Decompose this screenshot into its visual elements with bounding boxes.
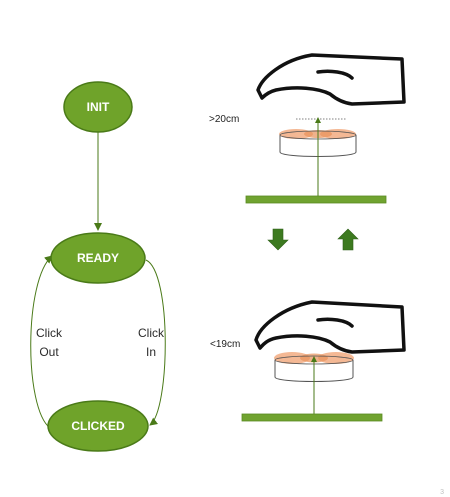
hand-icon [254,300,406,354]
state-node-clicked: CLICKED [47,400,149,452]
state-node-clicked-shape [47,400,149,452]
edge-label-click-in-line2: In [146,345,156,359]
state-node-clicked-label: CLICKED [71,419,125,433]
state-machine: INIT READY CLICKED Click Out Click In [30,81,166,452]
base-bar-far [245,195,387,204]
hand-finger-crease [316,69,354,80]
edge-label-click-out-line2: Out [39,345,59,359]
page-number: 3 [440,489,444,496]
distance-label-far: >20cm [209,114,239,125]
illustration-far: >20cm [209,53,406,204]
edge-label-click-in-line1: Click [138,326,165,340]
state-node-init-label: INIT [87,100,110,114]
arrow-down-icon [267,228,289,251]
transition-arrows [267,228,359,251]
sensor-disc-near-glow-left [274,352,310,364]
illustration-near: <19cm [210,300,406,422]
sensor-disc-near-glow-right [318,352,354,364]
state-node-init: INIT [63,81,133,133]
state-node-ready: READY [50,232,146,284]
base-bar-near [241,413,383,422]
distance-label-near: <19cm [210,339,240,350]
edge-click-out [30,255,53,429]
arrow-up-icon [337,228,359,251]
edge-label-click-out-line1: Click [36,326,63,340]
hand-icon [256,53,406,106]
hand-finger-crease [316,317,354,328]
state-node-ready-shape [50,232,146,284]
edge-click-in [145,259,166,426]
state-node-ready-label: READY [77,251,119,265]
state-node-init-shape [63,81,133,133]
